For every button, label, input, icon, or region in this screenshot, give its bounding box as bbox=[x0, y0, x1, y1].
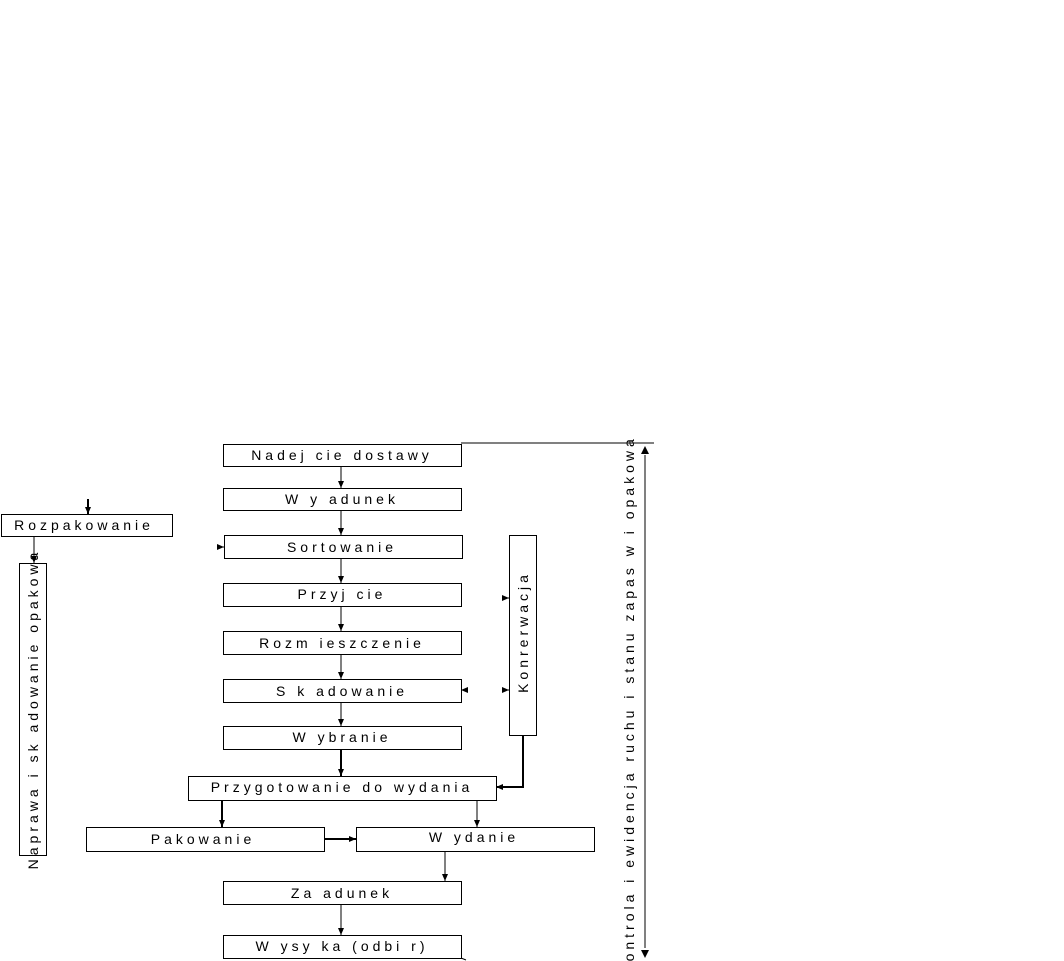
node-nadejscie: Nadej cie dostawy bbox=[223, 444, 462, 467]
node-label: Naprawa i sk adowanie opakowa bbox=[25, 549, 41, 870]
connectors bbox=[31, 442, 654, 961]
node-label: Za adunek bbox=[291, 885, 393, 901]
node-przygotowanie: Przygotowanie do wydania bbox=[188, 776, 497, 801]
node-label: Pakowanie bbox=[151, 831, 256, 847]
node-rozmieszczenie: Rozm ieszczenie bbox=[223, 631, 462, 655]
node-label: Sortowanie bbox=[287, 539, 397, 555]
node-sortowanie: Sortowanie bbox=[224, 535, 463, 559]
node-wybranie: W ybranie bbox=[223, 726, 462, 750]
node-rozpakowanie: Rozpakowanie bbox=[1, 514, 173, 537]
node-label: W y adunek bbox=[285, 491, 399, 507]
node-wydanie: W ydanie bbox=[356, 827, 595, 852]
node-przyjecie: Przyj cie bbox=[223, 583, 462, 607]
node-label: Rozm ieszczenie bbox=[259, 635, 425, 651]
node-label: Przygotowanie do wydania bbox=[211, 779, 474, 795]
node-label: Nadej cie dostawy bbox=[251, 447, 433, 463]
node-wysylka: W ysy ka (odbi r) bbox=[223, 935, 462, 959]
node-label: Przyj cie bbox=[298, 586, 387, 602]
arrow-konserwacja-przygotowanie bbox=[496, 735, 524, 790]
node-label: Rozpakowanie bbox=[14, 517, 154, 533]
node-pakowanie: Pakowanie bbox=[86, 827, 325, 852]
arrow-down-head bbox=[641, 950, 649, 958]
node-naprawa: Naprawa i sk adowanie opakowa bbox=[19, 549, 47, 870]
kontrola-label: Kontrola i ewidencja ruchu i stanu zapas… bbox=[621, 435, 637, 961]
node-label: Konrerwacja bbox=[515, 571, 531, 693]
node-label: W ysy ka (odbi r) bbox=[255, 938, 428, 954]
node-wyladunek: W y adunek bbox=[223, 488, 462, 511]
node-label: W ydanie bbox=[429, 829, 519, 845]
node-konserwacja: Konrerwacja bbox=[509, 535, 537, 736]
node-label: W ybranie bbox=[292, 729, 391, 745]
node-zaladunek: Za adunek bbox=[223, 881, 462, 905]
arrow-up-head bbox=[641, 446, 649, 454]
node-label: S k adowanie bbox=[276, 683, 408, 699]
node-label: Kontrola i ewidencja ruchu i stanu zapas… bbox=[621, 435, 637, 961]
node-skladowanie: S k adowanie bbox=[223, 679, 462, 703]
